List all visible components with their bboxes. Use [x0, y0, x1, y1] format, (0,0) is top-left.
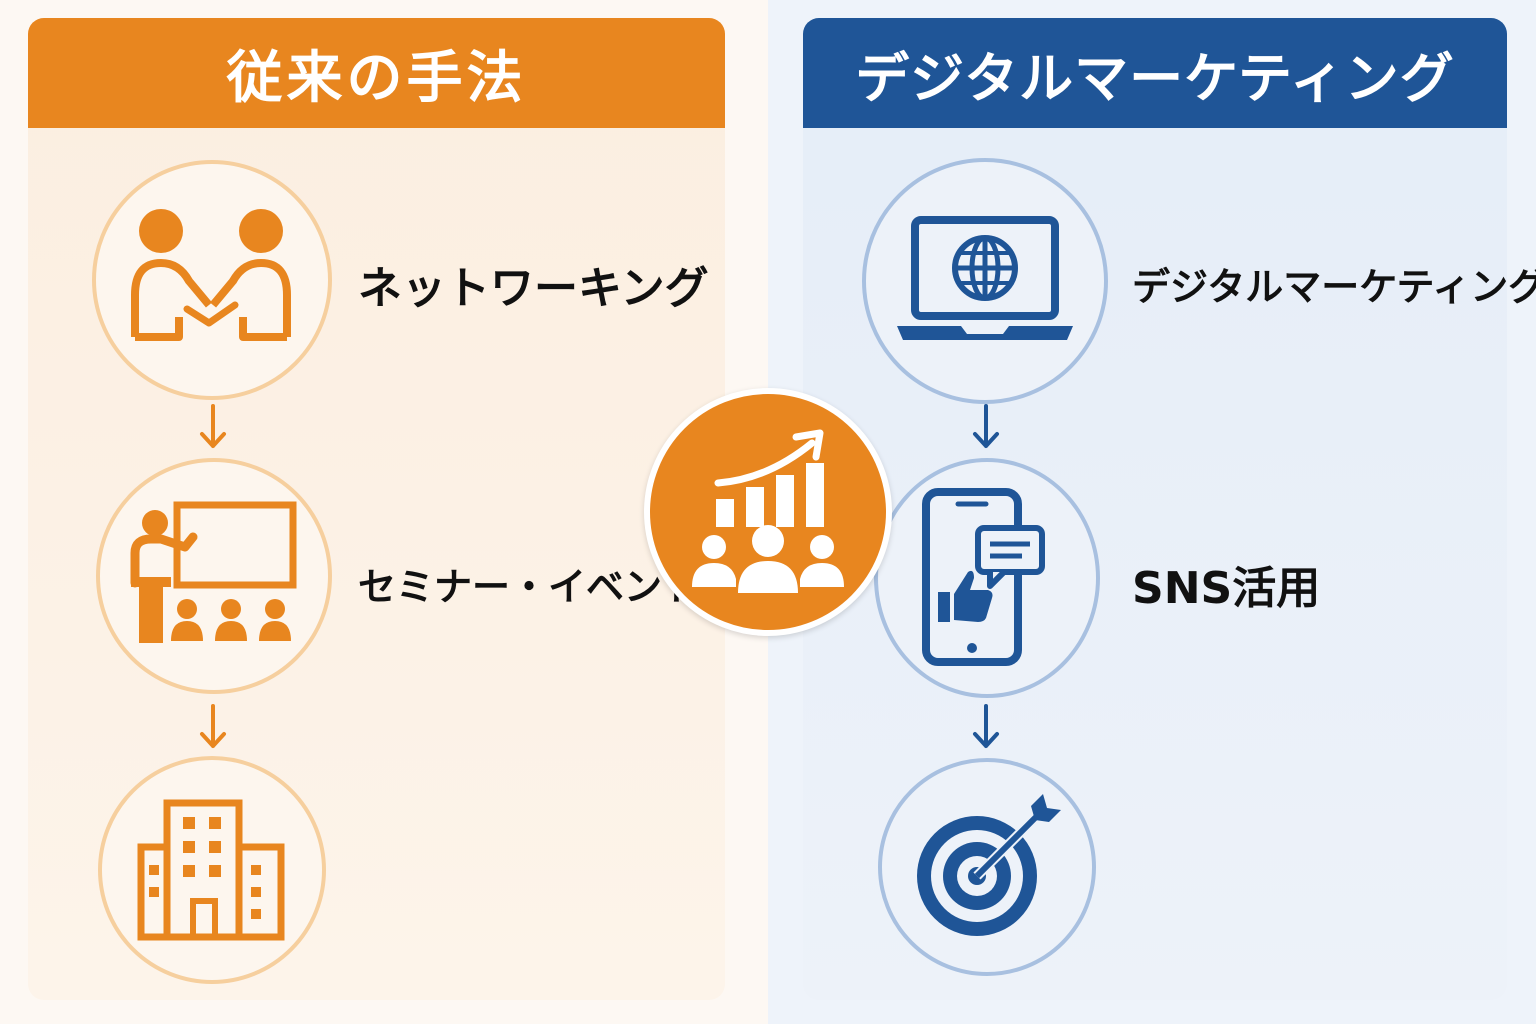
smartphone-like-icon — [922, 488, 1045, 666]
center-badge — [644, 388, 892, 636]
presentation-icon — [130, 501, 297, 643]
down-arrow-icon — [200, 404, 226, 448]
handshake-icon — [131, 209, 291, 341]
down-arrow-icon — [200, 704, 226, 748]
growth-chart-people-icon — [692, 429, 844, 593]
target-icon — [917, 794, 1061, 936]
sns-label: SNS活用 — [1132, 563, 1321, 614]
building-circle — [98, 756, 326, 984]
traditional-methods-header: 従来の手法 — [28, 18, 725, 128]
networking-label: ネットワーキング — [358, 263, 709, 314]
office-building-icon — [137, 799, 285, 941]
digital-marketing-header: デジタルマーケティング — [803, 18, 1507, 128]
down-arrow-icon — [973, 704, 999, 748]
networking-circle — [92, 160, 332, 400]
digital-marketing-label: デジタルマーケティング — [1132, 265, 1536, 309]
sns-circle — [874, 458, 1100, 698]
seminar-event-label: セミナー・イベント — [358, 565, 701, 609]
target-circle — [878, 758, 1096, 976]
seminar-circle — [96, 458, 332, 694]
digital-marketing-circle — [862, 158, 1108, 404]
laptop-globe-icon — [897, 216, 1073, 340]
down-arrow-icon — [973, 404, 999, 448]
